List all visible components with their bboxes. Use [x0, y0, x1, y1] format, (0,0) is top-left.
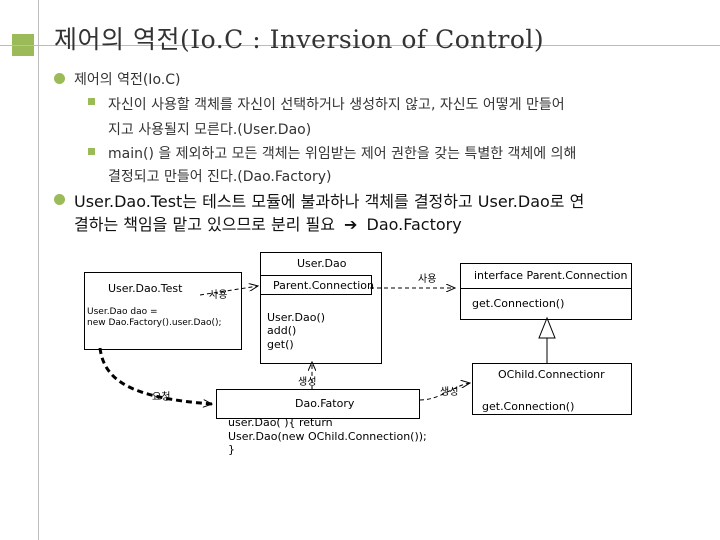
bullet-ioc: 제어의 역전(Io.C) [74, 72, 181, 88]
right-arrow-icon: ➔ [344, 215, 358, 234]
ochild-connection-title: OChild.Connectionr [498, 368, 605, 381]
bullet-dot [54, 194, 65, 205]
sub-bullet-1-line-1: 자신이 사용할 객체를 자신이 선택하거나 생성하지 않고, 자신도 어떻게 만… [108, 97, 565, 113]
label-use-2: 사용 [418, 274, 437, 285]
inherit-triangle [538, 316, 556, 339]
parent-connection-title: interface Parent.Connection [474, 269, 628, 282]
daofactory-box [216, 389, 420, 419]
label-request: 요청 [152, 392, 171, 403]
userdaotest-code-line-1: User.Dao dao = [87, 307, 158, 317]
parent-connection-header [460, 263, 632, 289]
daofactory-code-line-3: } [228, 443, 235, 456]
frame-vertical-line [38, 0, 39, 540]
bullet-dot [54, 73, 65, 84]
sub-bullet-square [88, 98, 95, 105]
request-arrow-test-to-factory [98, 347, 212, 404]
parent-connection-field-box [260, 275, 372, 295]
sub-bullet-square [88, 148, 95, 155]
slide-title: 제어의 역전(Io.C : Inversion of Control) [54, 25, 545, 54]
userdaotest-box [84, 272, 242, 350]
userdao-field: Parent.Connection [273, 279, 374, 292]
sub-bullet-1-line-2: 지고 사용될지 모른다.(User.Dao) [108, 122, 312, 138]
bullet-userdaotest-line-1: User.Dao.Test는 테스트 모듈에 불과하나 객체를 결정하고 Use… [74, 192, 585, 211]
ochild-connection-box [472, 363, 632, 415]
create-arrow-factory-to-ochild [419, 383, 470, 401]
label-create-2: 생성 [440, 387, 459, 398]
userdao-method-3: get() [267, 338, 294, 351]
daofactory-code-line-2: User.Dao(new OChild.Connection()); [228, 430, 427, 443]
userdaotest-title: User.Dao.Test [108, 282, 183, 295]
daofactory-code-line-1: user.Dao( ){ return [228, 416, 333, 429]
use-arrow-test-to-userdao [199, 286, 258, 296]
userdao-method-2: add() [267, 324, 297, 337]
userdao-box [260, 252, 382, 364]
userdaotest-code-line-2: new Dao.Factory().user.Dao(); [87, 318, 222, 328]
sub-bullet-2-line-2: 결정되고 만들어 진다.(Dao.Factory) [108, 169, 332, 185]
frame-horizontal-line [0, 45, 720, 46]
daofactory-title: Dao.Fatory [295, 397, 355, 410]
bullet-line-2-text: 결하는 책임을 맡고 있으므로 분리 필요 [74, 215, 335, 234]
label-create-1: 생성 [298, 377, 317, 388]
userdao-method-1: User.Dao() [267, 311, 326, 324]
label-use-1: 사용 [209, 290, 228, 301]
ochild-connection-method: get.Connection() [482, 400, 575, 413]
parent-connection-method: get.Connection() [472, 297, 565, 310]
userdao-title: User.Dao [297, 257, 347, 270]
sub-bullet-2-line-1: main() 을 제외하고 모든 객체는 위임받는 제어 권한을 갖는 특별한 … [108, 146, 577, 162]
bullet-userdaotest-line-2: 결하는 책임을 맡고 있으므로 분리 필요 ➔ Dao.Factory [74, 211, 462, 235]
dao-factory-term: Dao.Factory [366, 215, 462, 234]
